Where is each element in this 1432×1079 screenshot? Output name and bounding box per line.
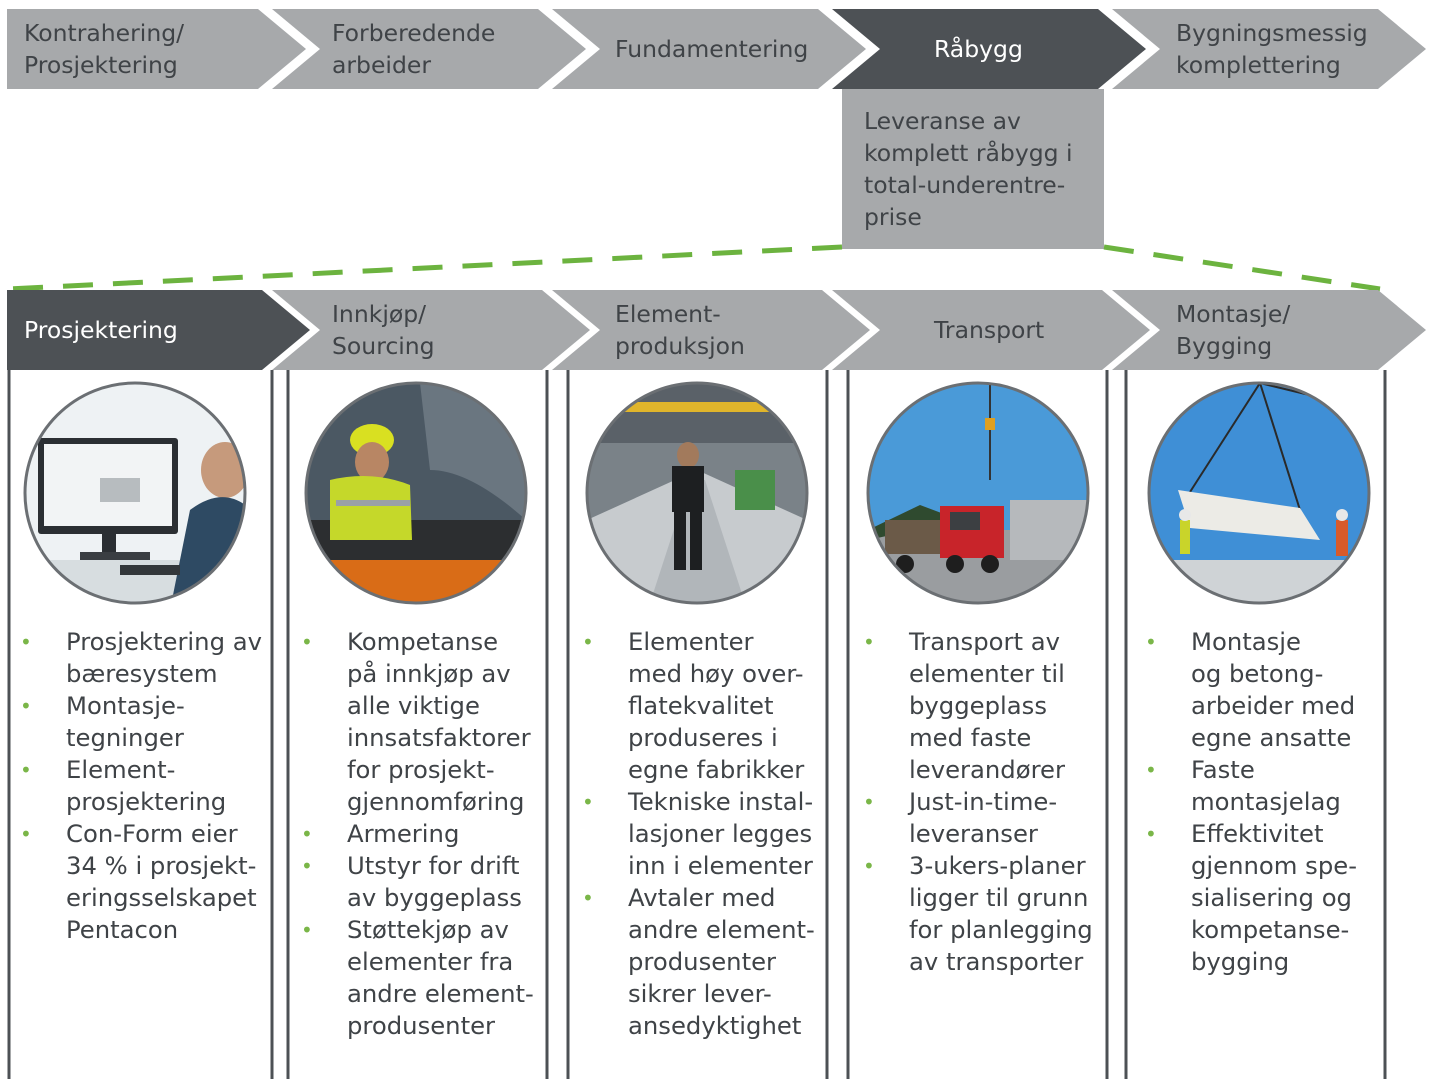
top-step-label-forberedende: Forberedende arbeider [332, 19, 496, 79]
column-border-5 [1124, 370, 1387, 1079]
bullet-text: Transport av elementer til byggeplass me… [909, 627, 1065, 784]
truck-transport-photo [866, 381, 1090, 605]
bullet-item: •Utstyr for drift av byggeplass [301, 850, 546, 914]
bullet-text: Tekniske instal- lasjoner legges inn i e… [628, 787, 814, 880]
chevron-fundamentering [552, 9, 866, 89]
bullet-text: Elementer med høy over- flatekvalitet pr… [628, 627, 805, 784]
bullet-item: •Effektivitet gjennom spe- sialisering o… [1145, 818, 1385, 978]
bullet-list-transport: •Transport av elementer til byggeplass m… [863, 626, 1106, 978]
bottom-step-label-elementproduksjon: Element- produksjon [615, 300, 745, 360]
column-border-2 [286, 370, 549, 1079]
bullet-list-prosjektering: •Prosjektering av bæresystem •Montasje- … [20, 626, 270, 946]
bullet-text: Con-Form eier 34 % i prosjekt- eringssel… [66, 819, 257, 944]
chevron-rabygg [832, 9, 1146, 89]
factory-production-photo [585, 381, 809, 605]
top-process-arrows [7, 9, 1426, 89]
top-step-label-kontrahering: Kontrahering/ Prosjektering [24, 19, 185, 79]
designer-at-computer-photo [23, 381, 247, 605]
bullet-item: •Tekniske instal- lasjoner legges inn i … [582, 786, 827, 882]
bullet-text: Prosjektering av bæresystem [66, 627, 263, 688]
chevron-innkjop [272, 290, 590, 370]
bullet-text: Montasje og betong- arbeider med egne an… [1191, 627, 1356, 752]
bullet-item: •Avtaler med andre element- produsenter … [582, 882, 827, 1042]
bullet-text: Just-in-time- leveranser [909, 787, 1058, 848]
bullet-item: •Just-in-time- leveranser [863, 786, 1106, 850]
bottom-step-label-innkjop: Innkjøp/ Sourcing [332, 300, 435, 360]
bullet-text: Faste montasjelag [1191, 755, 1341, 816]
bottom-step-label-transport: Transport [934, 316, 1045, 344]
chevron-prosjektering [7, 290, 310, 370]
bullet-item: •Prosjektering av bæresystem [20, 626, 270, 690]
bullet-item: •Faste montasjelag [1145, 754, 1385, 818]
bullet-item: •3-ukers-planer ligger til grunn for pla… [863, 850, 1106, 978]
bullet-item: •Transport av elementer til byggeplass m… [863, 626, 1106, 786]
bullet-text: Element- prosjektering [66, 755, 227, 816]
worker-sourcing-photo [304, 381, 528, 605]
bullet-text: Støttekjøp av elementer fra andre elemen… [347, 915, 534, 1040]
rabygg-detail-box [842, 89, 1104, 249]
chevron-kontrahering [7, 9, 306, 89]
bullet-text: Kompetanse på innkjøp av alle viktige in… [347, 627, 531, 816]
column-border-1 [7, 370, 274, 1079]
bullet-item: •Armering [301, 818, 546, 850]
top-step-label-rabygg: Råbygg [934, 35, 1023, 63]
bullet-list-elementproduksjon: •Elementer med høy over- flatekvalitet p… [582, 626, 827, 1042]
bullet-text: Armering [347, 819, 460, 848]
zoom-connector-lines [8, 244, 1381, 292]
right-connector-line [1103, 244, 1381, 292]
bullet-item: •Støttekjøp av elementer fra andre eleme… [301, 914, 546, 1042]
bullet-text: Avtaler med andre element- produsenter s… [628, 883, 815, 1040]
bullet-list-innkjop: •Kompetanse på innkjøp av alle viktige i… [301, 626, 546, 1042]
chevron-montasje [1112, 290, 1426, 370]
bullet-text: Effektivitet gjennom spe- sialisering og… [1191, 819, 1357, 976]
crane-assembly-photo [1147, 381, 1371, 605]
bullet-item: •Montasje og betong- arbeider med egne a… [1145, 626, 1385, 754]
bullet-text: 3-ukers-planer ligger til grunn for plan… [909, 851, 1093, 976]
top-step-label-bygningsmessig: Bygningsmessig komplettering [1176, 19, 1368, 79]
bullet-text: Montasje- tegninger [66, 691, 185, 752]
bottom-step-label-montasje: Montasje/ Bygging [1176, 300, 1291, 360]
bullet-list-montasje: •Montasje og betong- arbeider med egne a… [1145, 626, 1385, 978]
rabygg-detail-text: Leveranse av komplett råbygg i total-und… [864, 107, 1073, 231]
column-borders [7, 370, 1387, 1079]
bottom-step-label-prosjektering: Prosjektering [24, 316, 178, 344]
bullet-text: Utstyr for drift av byggeplass [347, 851, 522, 912]
bullet-item: •Elementer med høy over- flatekvalitet p… [582, 626, 827, 786]
chevron-elementproduksjon [552, 290, 870, 370]
top-step-label-fundamentering: Fundamentering [615, 35, 809, 63]
left-connector-line [8, 244, 843, 292]
column-border-3 [566, 370, 829, 1079]
chevron-transport [832, 290, 1150, 370]
bullet-item: •Con-Form eier 34 % i prosjekt- eringsse… [20, 818, 270, 946]
bullet-item: •Montasje- tegninger [20, 690, 270, 754]
bullet-item: •Element- prosjektering [20, 754, 270, 818]
chevron-bygningsmessig [1112, 9, 1426, 89]
bullet-item: •Kompetanse på innkjøp av alle viktige i… [301, 626, 546, 818]
bottom-process-arrows [7, 290, 1426, 370]
column-border-4 [846, 370, 1109, 1079]
chevron-forberedende [272, 9, 586, 89]
